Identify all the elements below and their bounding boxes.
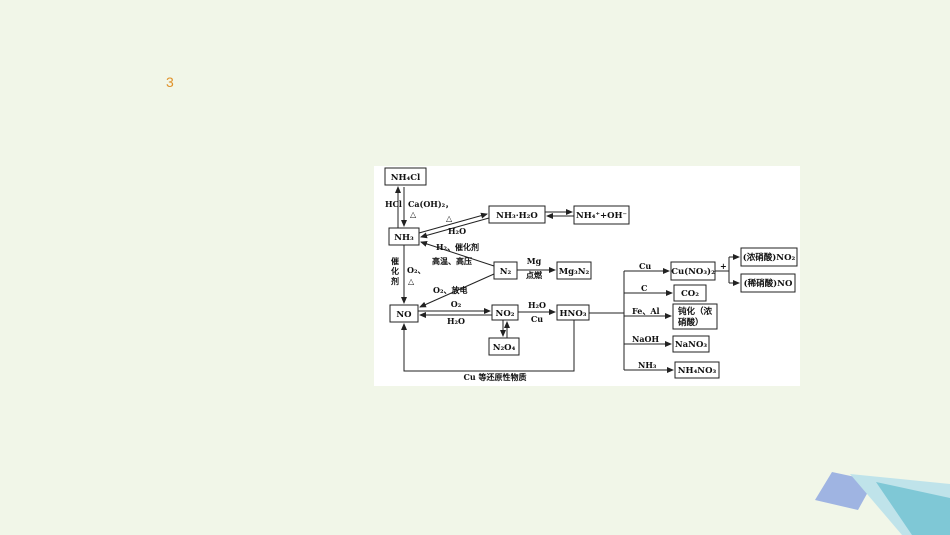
label-cu-1: Cu [531, 314, 543, 324]
label-cu-reductant: Cu 等还原性物质 [464, 372, 527, 382]
node-no2: NO₂ [496, 309, 515, 319]
label-catalyst-2: 化 [391, 266, 399, 276]
node-nano3: NaNO₃ [675, 340, 707, 350]
label-naoh: NaOH [632, 334, 659, 344]
label-o2: O₂ [451, 299, 462, 309]
node-conc-no2: (浓硝酸)NO₂ [743, 252, 796, 263]
label-cu-2: Cu [639, 261, 651, 271]
label-delta-3: △ [408, 276, 415, 286]
box-conc-no2 [740, 247, 798, 267]
node-dil-no: (稀硝酸)NO [744, 278, 793, 289]
label-high-tp: 高温、高压 [432, 256, 472, 266]
node-nh4oh: NH₄⁺+OH⁻ [576, 211, 627, 221]
node-n2o4: N₂O₄ [493, 343, 516, 353]
label-h2o-1: H₂O [448, 226, 466, 236]
label-caoh2: Ca(OH)₂， [408, 199, 453, 209]
box-n2o4 [488, 337, 520, 356]
label-hcl: HCl [385, 199, 402, 209]
label-h2o-3: H₂O [528, 300, 546, 310]
box-nh4cl [384, 167, 427, 186]
label-o2-discharge: O₂、放电 [433, 285, 467, 295]
deco-shape-teal [876, 482, 950, 535]
node-nh3h2o: NH₃·H₂O [496, 211, 538, 221]
node-n2: N₂ [500, 267, 512, 277]
node-no: NO [396, 310, 412, 320]
node-nh3: NH₃ [394, 233, 414, 243]
box-nh3h2o [488, 205, 546, 224]
label-o2-delta: O₂、 [407, 265, 425, 275]
box-nh4no3 [674, 361, 720, 379]
slide-number: 3 [166, 74, 174, 90]
label-catalyst-3: 剂 [390, 276, 399, 286]
box-passivation [672, 303, 718, 330]
node-nh4no3: NH₄NO₃ [678, 366, 717, 376]
label-fe-al: Fe、Al [632, 306, 660, 316]
label-delta-2: △ [446, 213, 453, 223]
box-dil-no [740, 273, 796, 293]
label-h2-catalyst: H₂、催化剂 [436, 242, 479, 252]
label-c: C [641, 283, 647, 293]
label-h2o-2: H₂O [447, 316, 465, 326]
box-co2 [673, 284, 707, 302]
label-plus: + [720, 261, 727, 271]
diagram-svg: NH₄Cl NH₃ NH₃·H₂O NH₄⁺+OH⁻ N₂ Mg₃N₂ NO N… [384, 167, 798, 382]
label-mg: Mg [527, 256, 542, 266]
box-no [389, 304, 419, 323]
nitrogen-compounds-diagram: NH₄Cl NH₃ NH₃·H₂O NH₄⁺+OH⁻ N₂ Mg₃N₂ NO N… [374, 166, 800, 386]
box-nano3 [672, 335, 710, 353]
node-cuno3: Cu(NO₃)₂ [671, 266, 715, 277]
node-passivation-line2: 硝酸） [678, 317, 704, 328]
label-nh3-react: NH₃ [638, 360, 657, 370]
box-mg3n2 [556, 261, 592, 280]
box-nh4oh [573, 205, 630, 225]
node-mg3n2: Mg₃N₂ [559, 267, 590, 277]
label-delta-1: △ [410, 209, 417, 219]
label-ignite: 点燃 [526, 270, 543, 280]
node-passivation-line1: 钝化（浓 [678, 306, 713, 317]
node-nh4cl: NH₄Cl [391, 173, 421, 183]
node-hno3: HNO₃ [560, 309, 587, 319]
label-catalyst-1: 催 [391, 256, 399, 266]
node-co2: CO₂ [681, 289, 699, 299]
